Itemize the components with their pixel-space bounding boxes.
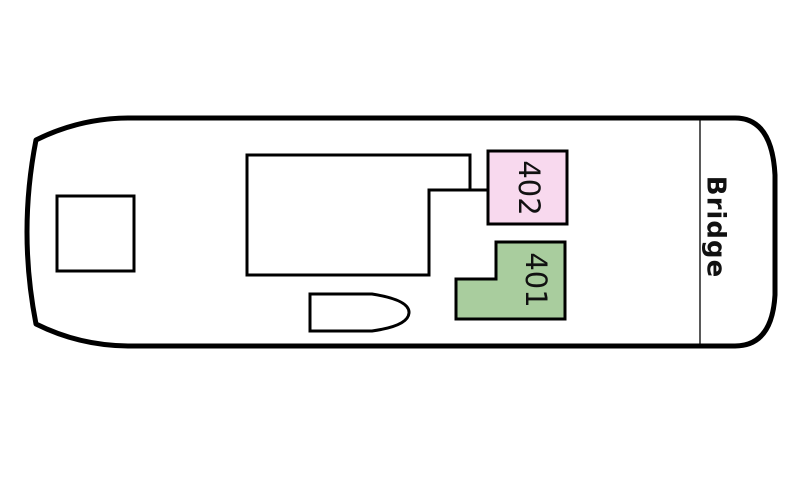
lifeboat	[308, 292, 411, 333]
central-room	[245, 153, 472, 277]
bow-room	[55, 194, 136, 273]
cabin-402-shape	[486, 149, 569, 226]
cabin-401-label: 401	[519, 252, 553, 307]
cabin-401-shape	[454, 240, 567, 321]
bridge-label: Bridge	[701, 176, 731, 278]
cabin-402[interactable]: 402	[486, 149, 569, 226]
cabin-402-label: 402	[512, 160, 546, 215]
cabin-401[interactable]: 401	[454, 240, 567, 321]
